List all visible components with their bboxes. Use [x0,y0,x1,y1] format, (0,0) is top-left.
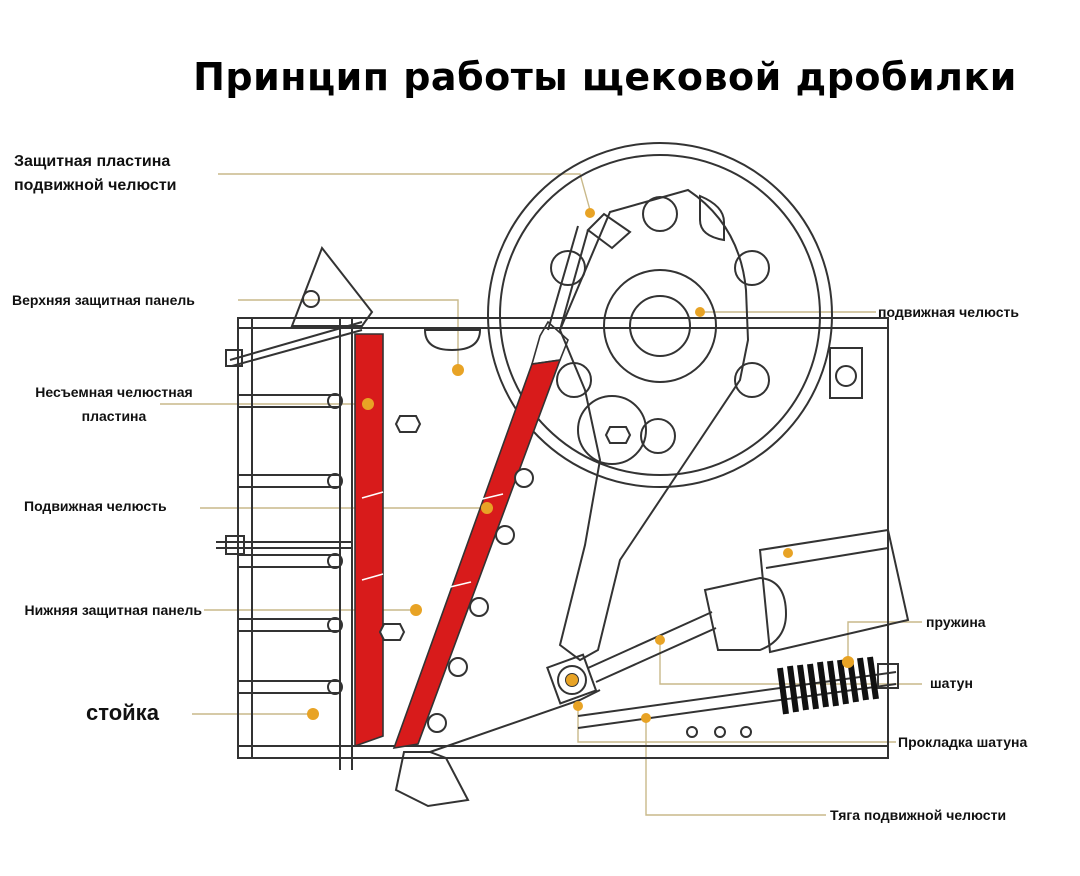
label-moving-jaw-left: Подвижная челюсть [24,498,167,514]
label-connecting-rod: шатун [930,675,973,691]
discharge-outlet [394,689,601,808]
bolt [448,657,468,677]
stand-rod [237,554,341,568]
nut [378,623,406,641]
dot-rod-gasket [573,701,583,711]
nut [394,415,422,433]
label-moving-jaw-guard: Защитная пластина подвижной челюсти [14,153,177,194]
tension-block [703,576,788,651]
leader-jaw-tie-rod [645,718,826,816]
hopper [290,245,374,327]
dot-spring [842,656,854,668]
flywheel-outer [487,142,833,488]
label-jaw-tie-rod: Тяга подвижной челюсти [830,807,1007,823]
bolt [427,713,447,733]
spring [777,656,879,715]
fixed-jaw-plate [354,333,384,748]
bolt [514,468,534,488]
label-lower-guard-panel: Нижняя защитная панель [24,602,202,618]
dot-lower-guard [410,604,422,616]
bolt-nut [225,349,243,367]
leader-spring [847,621,922,662]
dot-housing [783,548,793,558]
marker-dots [307,208,854,723]
jaw-tie-rod [577,671,897,717]
label-spring: пружина [926,614,986,630]
stand-rod [237,394,341,408]
leader-lines [160,173,922,816]
moving-jaw-plate [392,359,562,750]
moving-jaw-assembly [546,188,750,705]
dot-moving-jaw-guard [585,208,595,218]
bolt-nut [225,535,245,555]
leader-moving-jaw-guard [218,173,591,211]
stand-rod [237,474,341,488]
connecting-rod [587,611,713,669]
label-rod-gasket: Прокладка шатуна [898,734,1028,750]
spring-housing [758,528,910,654]
dot-moving-jaw-right [695,307,705,317]
leader-upper-guard-panel [238,299,459,370]
dot-connecting-rod [655,635,665,645]
stand-rod [237,618,341,632]
flywheel [487,142,833,488]
stand-rod [237,680,341,694]
dot-pivot [566,674,578,686]
dot-tie-rod [641,713,651,723]
dot-moving-jaw-left [481,502,493,514]
label-upper-guard-panel: Верхняя защитная панель [12,292,195,308]
moving-jaw-body [558,188,750,662]
nut [604,426,632,444]
diagram-title: Принцип работы щековой дробилки [193,55,1017,100]
jaw-plates [354,320,569,750]
bolt [495,525,515,545]
bolts [378,415,752,738]
label-moving-jaw-right: подвижная челюсть [878,304,1019,320]
label-stand: стойка [86,700,159,725]
dot-stand [307,708,319,720]
bolt [469,597,489,617]
dot-upper-guard [452,364,464,376]
label-fixed-jaw-plate: Несъемная челюстная пластина [35,384,193,424]
pivot [557,665,587,695]
flywheel-hub [603,269,717,383]
dot-fixed-jaw [362,398,374,410]
leader-rod-gasket [577,706,896,743]
